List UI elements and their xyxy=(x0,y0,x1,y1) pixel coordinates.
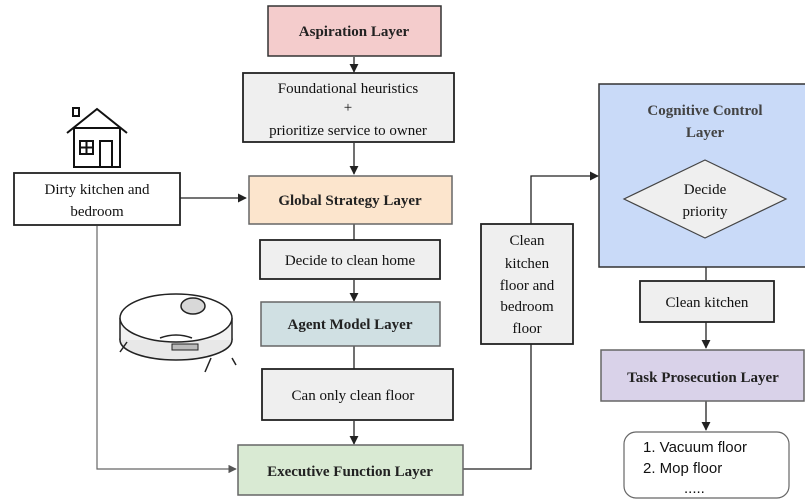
can-only-clean-floor-note: Can only clean floor xyxy=(261,368,454,421)
clean-floors-line-3: floor and xyxy=(500,278,555,294)
heuristics-line-1: Foundational heuristics xyxy=(278,81,419,97)
cognitive-control-title-2: Layer xyxy=(686,125,725,141)
decide-priority-line-1: Decide xyxy=(684,182,727,198)
cognitive-control-title-1: Cognitive Control xyxy=(647,103,762,119)
task-list-ellipsis: ..... xyxy=(684,480,705,497)
dirty-kitchen-input: Dirty kitchen and bedroom xyxy=(13,172,181,226)
robot-vacuum-icon xyxy=(119,293,237,373)
task-prosecution-label: Task Prosecution Layer xyxy=(627,370,779,386)
clean-kitchen-note: Clean kitchen xyxy=(639,280,775,323)
heuristics-note: Foundational heuristics + prioritize ser… xyxy=(242,72,455,143)
task-list-item-1: 1. Vacuum floor xyxy=(643,439,747,456)
clean-floors-note: Clean kitchen floor and bedroom floor xyxy=(480,223,574,345)
task-prosecution-layer: Task Prosecution Layer xyxy=(600,349,805,402)
house-icon xyxy=(66,107,128,168)
clean-floors-line-1: Clean xyxy=(510,233,545,249)
aspiration-layer-label: Aspiration Layer xyxy=(299,24,410,40)
decide-priority-line-2: priority xyxy=(683,204,728,220)
decide-clean-home-note: Decide to clean home xyxy=(259,239,441,280)
can-only-clean-floor-label: Can only clean floor xyxy=(292,388,415,404)
heuristics-line-2: + xyxy=(344,100,352,116)
clean-floors-line-5: floor xyxy=(512,321,541,337)
task-list-item-2: 2. Mop floor xyxy=(643,460,722,477)
clean-floors-line-4: bedroom xyxy=(500,299,554,315)
clean-kitchen-label: Clean kitchen xyxy=(666,295,749,311)
dirty-line-1: Dirty kitchen and xyxy=(45,182,150,198)
executive-function-label: Executive Function Layer xyxy=(267,464,433,480)
aspiration-layer: Aspiration Layer xyxy=(267,5,442,57)
decide-clean-home-label: Decide to clean home xyxy=(285,253,416,269)
arrow-dirty-to-exec xyxy=(96,226,237,474)
dirty-line-2: bedroom xyxy=(70,204,124,220)
agent-model-layer: Agent Model Layer xyxy=(260,301,441,347)
agent-model-label: Agent Model Layer xyxy=(288,317,413,333)
task-list: 1. Vacuum floor 2. Mop floor ..... xyxy=(623,431,790,499)
decide-priority-diamond xyxy=(622,159,788,239)
global-strategy-label: Global Strategy Layer xyxy=(278,193,422,209)
executive-function-layer: Executive Function Layer xyxy=(237,444,464,496)
heuristics-line-3: prioritize service to owner xyxy=(269,123,427,139)
clean-floors-line-2: kitchen xyxy=(505,256,550,272)
cognitive-control-layer: Cognitive Control Layer Decide priority xyxy=(598,83,805,268)
global-strategy-layer: Global Strategy Layer xyxy=(248,175,453,225)
